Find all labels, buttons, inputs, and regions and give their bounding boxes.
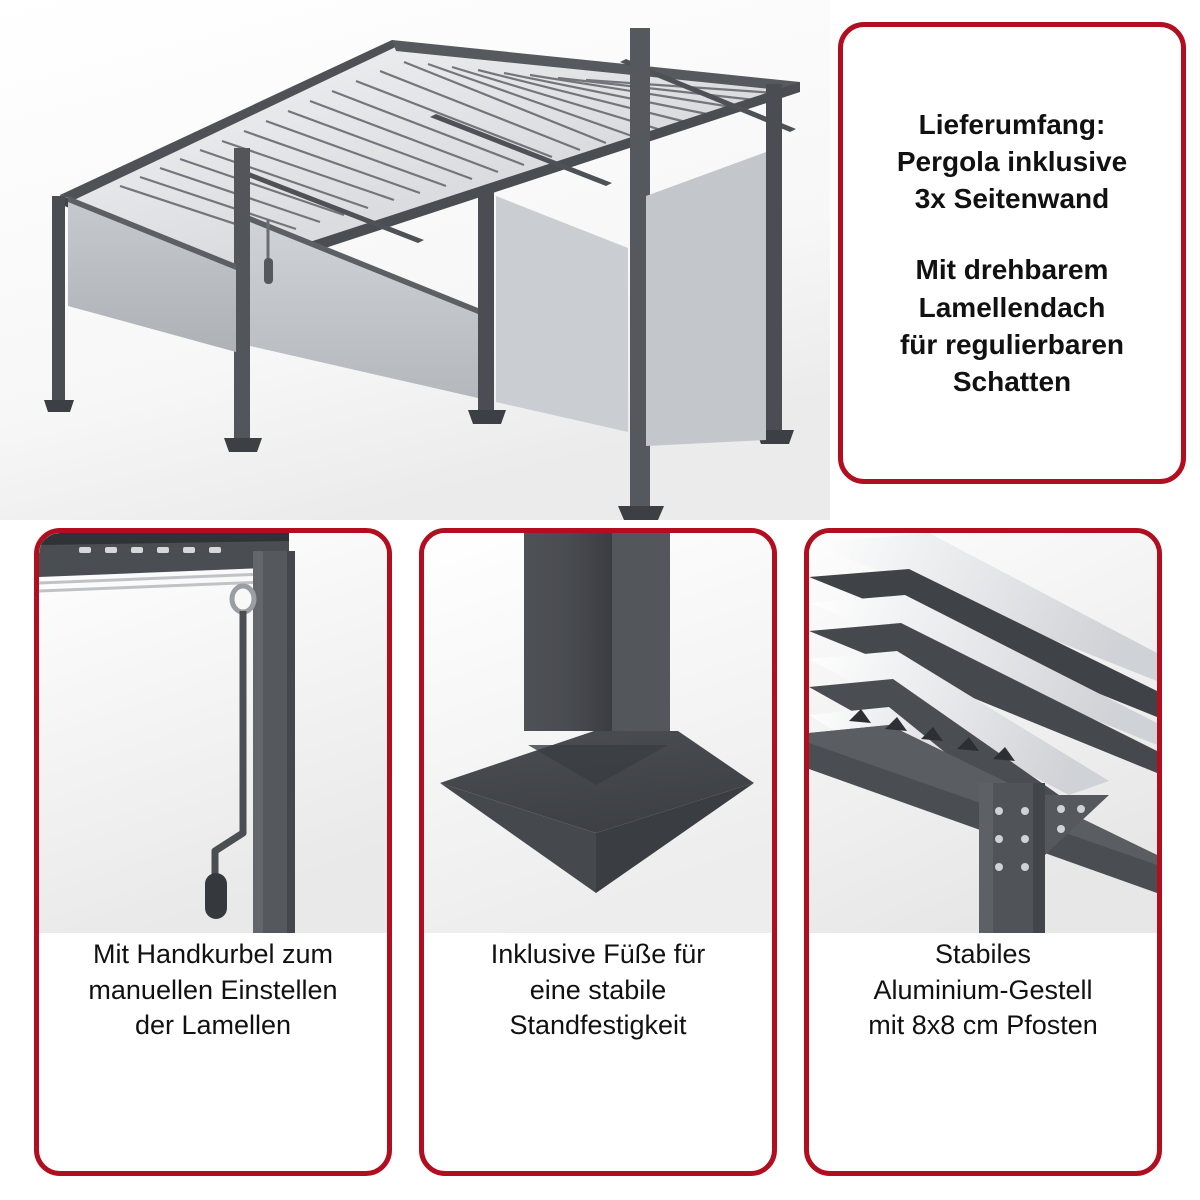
info-line: 3x Seitenwand (914, 183, 1110, 215)
caption-line: Aluminium-Gestell (873, 974, 1093, 1005)
info-line: Schatten (952, 366, 1072, 398)
info-block-features: Mit drehbarem Lamellendach für regulierb… (900, 251, 1124, 400)
info-line: Lamellendach (918, 291, 1106, 323)
feature-panel-hand-crank: Mit Handkurbel zum manuellen Einstellen … (34, 528, 392, 1176)
post-foot-detail-photo (424, 533, 772, 933)
hero-product-image (0, 0, 830, 520)
caption-line: eine stabile (529, 974, 667, 1005)
panel-caption: Mit Handkurbel zum manuellen Einstellen … (39, 937, 387, 1044)
caption-line: Stabiles (934, 939, 1032, 969)
feature-panel-foot: Inklusive Füße für eine stabile Standfes… (419, 528, 777, 1176)
caption-line: Inklusive Füße für (490, 939, 706, 969)
info-line: für regulierbaren (899, 328, 1125, 360)
caption-line: der Lamellen (134, 1010, 292, 1041)
caption-line: Mit Handkurbel zum (92, 939, 334, 969)
delivery-info-box: Lieferumfang: Pergola inklusive 3x Seite… (838, 22, 1186, 484)
caption-line: Standfestigkeit (509, 1010, 687, 1041)
hand-crank-detail-photo (39, 533, 387, 933)
info-block-scope: Lieferumfang: Pergola inklusive 3x Seite… (897, 106, 1127, 218)
panel-caption: Stabiles Aluminium-Gestell mit 8x8 cm Pf… (809, 937, 1157, 1044)
panel-caption: Inklusive Füße für eine stabile Standfes… (424, 937, 772, 1044)
pergola-illustration (0, 0, 830, 520)
caption-line: mit 8x8 cm Pfosten (868, 1010, 1098, 1041)
feature-panel-frame: Stabiles Aluminium-Gestell mit 8x8 cm Pf… (804, 528, 1162, 1176)
info-line: Mit drehbarem (915, 254, 1109, 286)
info-line: Lieferumfang: (918, 108, 1106, 140)
caption-line: manuellen Einstellen (88, 974, 338, 1005)
info-line: Pergola inklusive (896, 145, 1128, 177)
aluminium-frame-detail-photo (809, 533, 1157, 933)
